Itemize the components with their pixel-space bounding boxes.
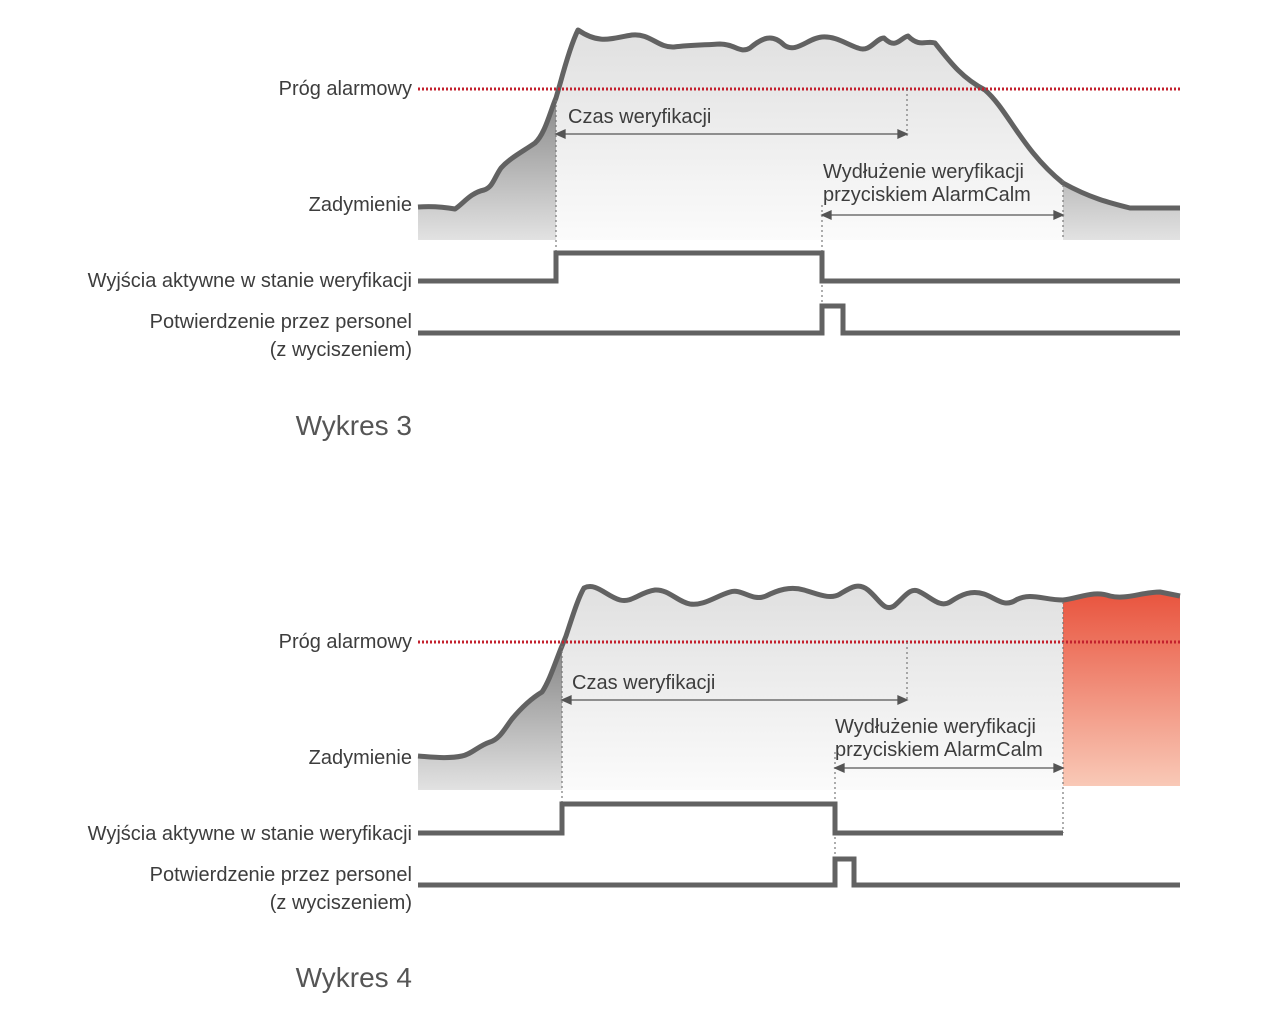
diagram-3-graphic: Czas weryfikacji Wydłużenie weryfikacji … [417,27,1180,336]
threshold-label: Próg alarmowy [278,78,412,100]
smoke-area-verification [556,30,1063,240]
diagram-4-graphic: Czas weryfikacji Wydłużenie weryfikacji … [417,583,1181,888]
verification-time-text: Czas weryfikacji [568,106,711,128]
outputs-signal [418,250,1180,284]
smoke-curve [417,27,1180,212]
confirm-signal [418,856,1180,888]
diagram-caption: Wykres 4 [295,962,412,993]
outputs-label: Wyjścia aktywne w stanie weryfikacji [87,270,412,292]
smoke-label: Zadymienie [308,747,412,769]
extension-text-line1: Wydłużenie weryfikacji [835,716,1036,738]
outputs-label: Wyjścia aktywne w stanie weryfikacji [87,823,412,845]
diagram-caption: Wykres 3 [295,410,412,441]
verification-time-arrow [560,694,909,706]
threshold-label: Próg alarmowy [278,631,412,653]
confirm-sublabel: (z wyciszeniem) [269,339,412,361]
extension-arrow [833,762,1065,774]
extension-text-line2: przyciskiem AlarmCalm [835,739,1043,761]
guide-lines [561,602,1064,858]
verification-time-arrow [554,128,909,140]
confirm-label: Potwierdzenie przez personel [149,864,412,886]
smoke-area-verification [562,586,1063,790]
extension-text-line2: przyciskiem AlarmCalm [823,184,1031,206]
smoke-area-pre [418,646,562,790]
smoke-label: Zadymienie [308,194,412,216]
extension-arrow [820,209,1065,221]
confirm-label: Potwierdzenie przez personel [149,311,412,333]
smoke-curve [417,583,1181,761]
smoke-area-pre [418,98,556,240]
extension-text-line1: Wydłużenie weryfikacji [823,161,1024,183]
outputs-signal [418,801,1063,836]
confirm-signal [418,303,1180,336]
verification-time-text: Czas weryfikacji [572,672,715,694]
confirm-sublabel: (z wyciszeniem) [269,892,412,914]
